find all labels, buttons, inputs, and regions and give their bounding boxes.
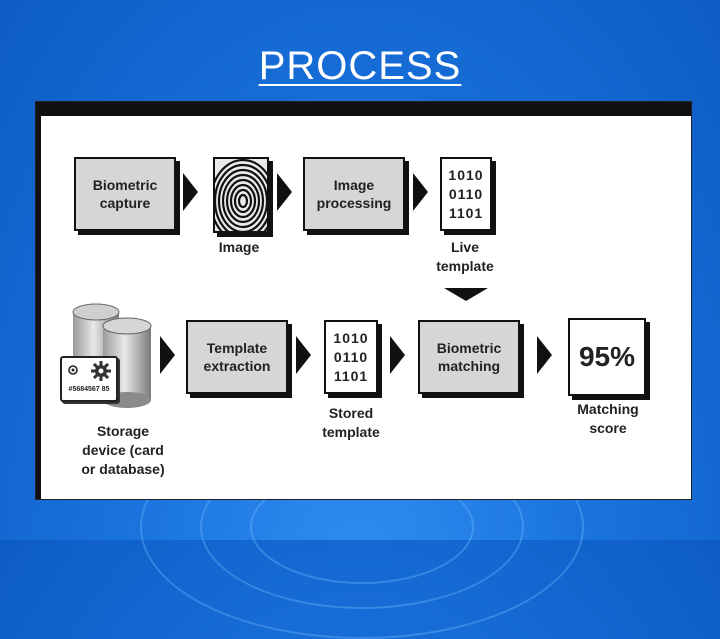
panel-left-border [36,102,41,499]
arrow-down-icon [444,288,488,301]
arrow-right-icon [296,336,311,374]
arrow-right-icon [413,173,428,211]
matching-score-value: 95% [578,341,636,372]
slide-title-text: PROCESS [258,44,462,88]
card-number: #5684567 85 [68,386,110,393]
live-template-caption: Live template [436,239,494,274]
gear-icon [91,361,111,381]
arrow-right-icon [183,173,198,211]
stored-template-binary: 1010 0110 1101 [333,329,369,384]
arrow-right-icon [160,336,175,374]
live-template-box: 1010 0110 1101 [440,157,492,231]
matching-score-box: 95% [568,318,646,396]
arrow-right-icon [277,173,292,211]
live-template-binary: 1010 0110 1101 [448,166,484,221]
fingerprint-graphic [215,159,267,231]
stored-template-box: 1010 0110 1101 [324,320,378,394]
slide-title: PROCESS [0,44,720,89]
storage-device-caption: Storage device (card or database) [81,423,165,477]
biometric-capture-label: Biometric capture [92,177,158,211]
arrow-right-icon [390,336,405,374]
fingerprint-icon [213,157,269,233]
biometric-matching-label: Biometric matching [436,340,502,374]
matching-score-caption: Matching score [577,401,639,436]
image-processing-label: Image processing [316,177,392,211]
id-card-icon: #5684567 85 [60,356,118,402]
template-extraction-label: Template extraction [203,340,271,374]
image-processing-box: Image processing [303,157,405,231]
image-caption: Image [218,239,260,255]
panel-top-border [36,102,691,116]
stored-template-caption: Stored template [322,405,380,440]
biometric-capture-box: Biometric capture [74,157,176,231]
biometric-matching-box: Biometric matching [418,320,520,394]
id-card-graphic [68,365,78,375]
arrow-right-icon [537,336,552,374]
template-extraction-box: Template extraction [186,320,288,394]
